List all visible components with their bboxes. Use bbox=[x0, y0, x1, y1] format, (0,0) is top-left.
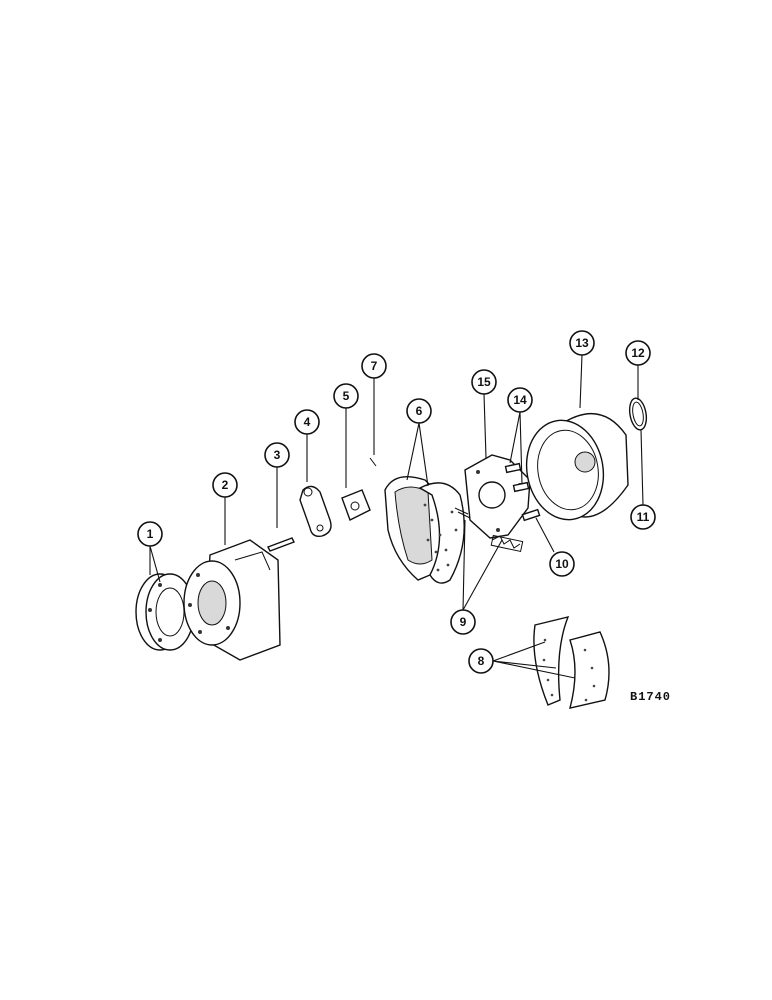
callout-label-10: 10 bbox=[555, 557, 569, 571]
callout-label-7: 7 bbox=[371, 359, 378, 373]
callout-label-11: 11 bbox=[637, 510, 650, 524]
callout-label-14: 14 bbox=[513, 393, 527, 407]
callout-label-5: 5 bbox=[343, 389, 350, 403]
callout-13: 13 bbox=[569, 330, 595, 356]
callout-label-6: 6 bbox=[416, 404, 423, 418]
callout-7: 7 bbox=[361, 353, 387, 379]
part-shoe-linings bbox=[533, 616, 610, 709]
callout-label-13: 13 bbox=[575, 336, 589, 350]
callout-14: 14 bbox=[507, 387, 533, 413]
callout-label-4: 4 bbox=[304, 415, 311, 429]
callout-label-1: 1 bbox=[147, 527, 154, 541]
part-lever bbox=[299, 485, 332, 538]
callout-8: 8 bbox=[468, 648, 494, 674]
part-backing-plate bbox=[464, 454, 531, 539]
figure-code: B1740 bbox=[630, 690, 671, 704]
part-brake-drum bbox=[525, 412, 629, 521]
callout-label-2: 2 bbox=[222, 478, 229, 492]
part-springs bbox=[490, 534, 524, 553]
callout-label-9: 9 bbox=[460, 615, 467, 629]
callout-6: 6 bbox=[406, 398, 432, 424]
part-brake-shoes bbox=[384, 476, 471, 584]
callout-1: 1 bbox=[137, 521, 163, 547]
callout-5: 5 bbox=[333, 383, 359, 409]
part-pin bbox=[267, 537, 295, 552]
callout-label-12: 12 bbox=[631, 346, 645, 360]
callout-label-3: 3 bbox=[274, 448, 281, 462]
part-clip bbox=[369, 457, 377, 467]
part-bolts bbox=[504, 462, 530, 493]
callout-10: 10 bbox=[549, 551, 575, 577]
callout-label-15: 15 bbox=[477, 375, 491, 389]
callout-label-8: 8 bbox=[478, 654, 485, 668]
part-cam bbox=[341, 489, 371, 521]
callout-4: 4 bbox=[294, 409, 320, 435]
callout-2: 2 bbox=[212, 472, 238, 498]
part-housing bbox=[183, 539, 281, 661]
part-bolt-10 bbox=[521, 508, 541, 522]
callout-11: 11 bbox=[630, 504, 656, 530]
callout-15: 15 bbox=[471, 369, 497, 395]
part-snap-ring bbox=[628, 397, 648, 431]
leader-lines bbox=[149, 354, 644, 679]
callout-12: 12 bbox=[625, 340, 651, 366]
callout-3: 3 bbox=[264, 442, 290, 468]
callout-9: 9 bbox=[450, 609, 476, 635]
